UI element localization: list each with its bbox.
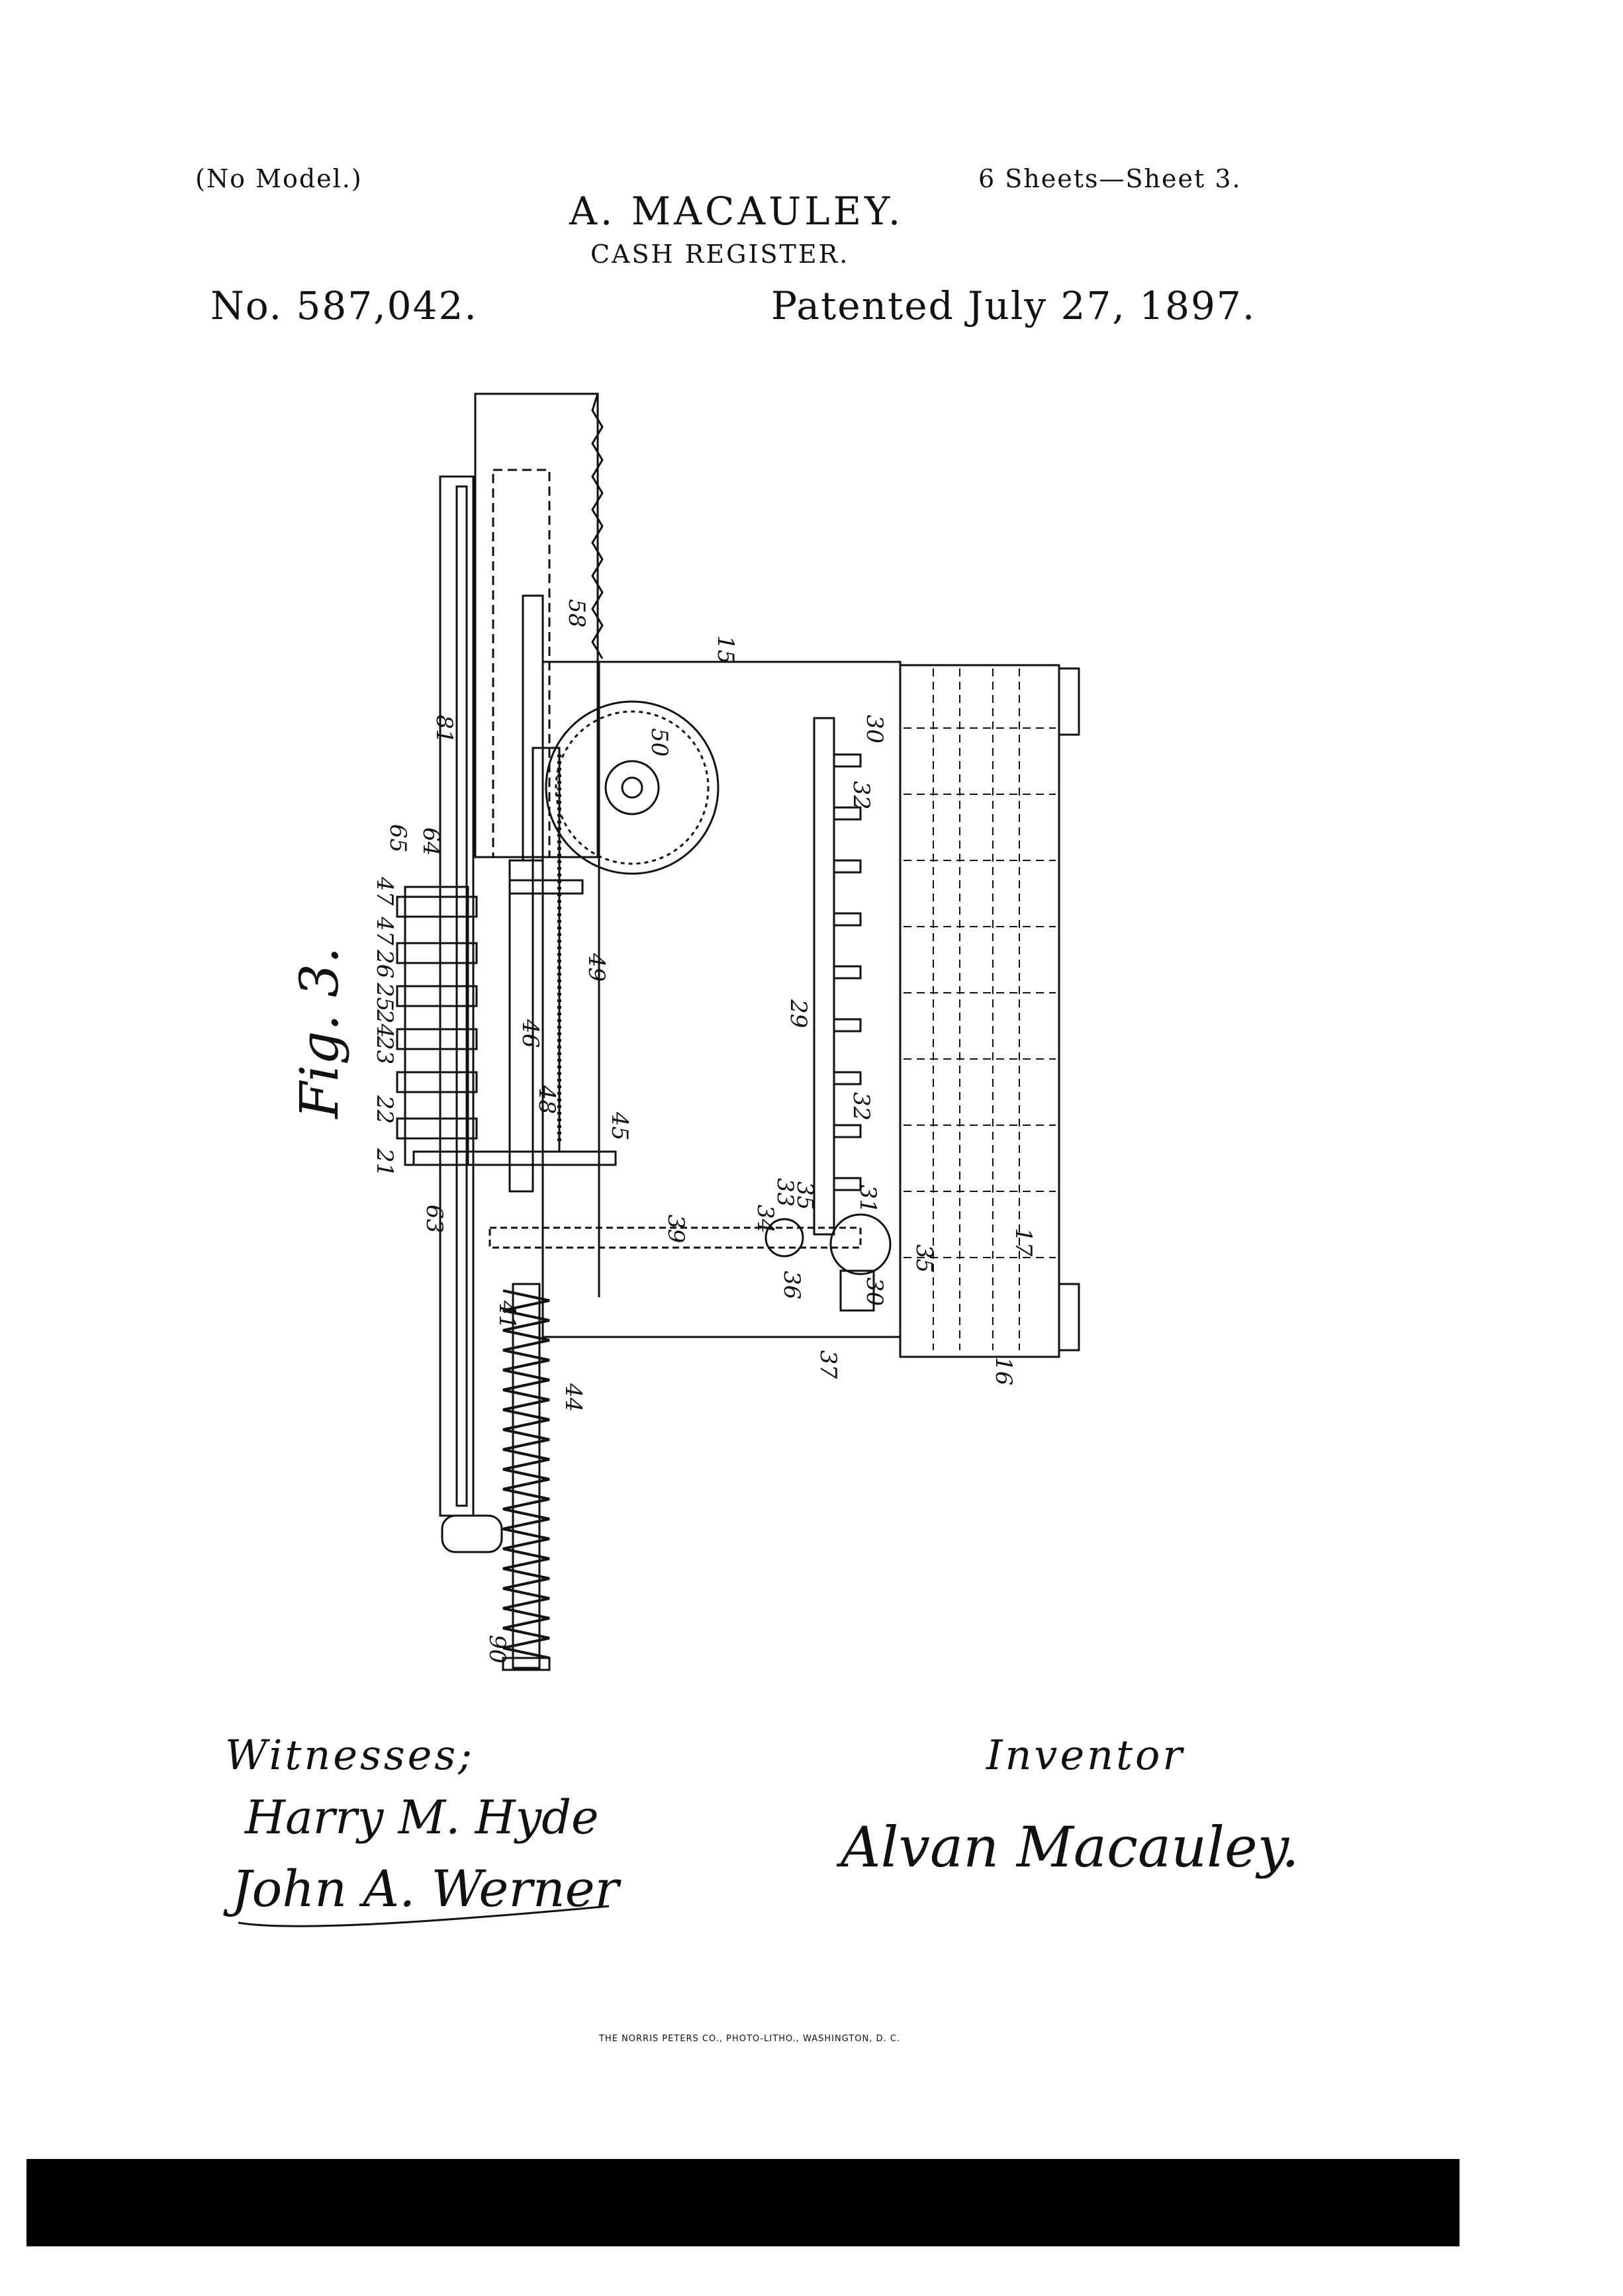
ref-numeral: 58 — [563, 599, 590, 627]
inventor-signature: Alvan Macauley. — [836, 1815, 1299, 1880]
gear-teeth — [555, 710, 710, 865]
inventor-label: Inventor — [986, 1731, 1185, 1779]
ref-numeral: 37 — [815, 1350, 841, 1379]
ref-numeral: 49 — [583, 952, 610, 982]
ref-numeral: 23 — [371, 1035, 398, 1064]
coil-spring-44 — [502, 1289, 550, 1659]
no-model-note: (No Model.) — [195, 164, 363, 193]
ref-numeral: 30 — [861, 715, 888, 743]
ref-numeral: 30 — [861, 1277, 888, 1306]
plate-45 — [412, 1150, 617, 1166]
ref-numeral: 39 — [663, 1215, 689, 1243]
inventor-name-heading: A. MACAULEY. — [569, 189, 904, 234]
ref-numeral: 46 — [517, 1019, 543, 1048]
shaft-48 — [508, 859, 534, 1193]
sheet-number: 6 Sheets—Sheet 3. — [978, 164, 1242, 193]
ref-numeral: 35 — [911, 1244, 937, 1273]
ref-numeral: 90 — [484, 1635, 510, 1663]
printer-credit: THE NORRIS PETERS CO., PHOTO-LITHO., WAS… — [599, 2034, 900, 2044]
gear-axle — [621, 776, 643, 799]
patent-title: CASH REGISTER. — [590, 240, 850, 269]
rod-inner — [455, 485, 468, 1507]
sprocket-35 — [829, 1213, 892, 1275]
ref-numeral: 15 — [712, 635, 739, 664]
ref-numeral: 21 — [371, 1148, 398, 1177]
ref-numeral: 45 — [606, 1111, 633, 1140]
scan-edge-bar — [26, 2159, 1460, 2246]
ref-numeral: 34 — [752, 1205, 778, 1233]
ref-numeral: 64 — [418, 827, 444, 856]
ref-numeral: 17 — [1010, 1228, 1037, 1257]
main-frame — [541, 661, 902, 1338]
chain-39 — [488, 1226, 862, 1249]
witness-signature-1: Harry M. Hyde — [244, 1790, 599, 1845]
sprocket-34 — [765, 1218, 804, 1258]
ref-numeral: 22 — [371, 1095, 398, 1124]
ref-numeral: 81 — [431, 715, 457, 743]
patent-date: Patented July 27, 1897. — [771, 283, 1256, 328]
ref-numeral: 47 — [371, 876, 398, 906]
knob-bottom — [1058, 1283, 1080, 1352]
rod-end-cap — [441, 1514, 503, 1553]
ref-numeral: 26 — [371, 949, 398, 978]
plate-top — [508, 879, 584, 895]
knob-top — [1058, 667, 1080, 736]
number-wheels — [396, 886, 478, 1166]
ref-numeral: 32 — [848, 781, 874, 809]
ref-numeral: 48 — [533, 1085, 560, 1114]
ref-numeral: 32 — [848, 1092, 874, 1121]
ref-numeral: 65 — [385, 824, 411, 852]
ref-numeral: 47 — [371, 916, 398, 946]
ref-numeral: 16 — [990, 1357, 1017, 1385]
signature-flourish — [238, 1905, 610, 1927]
ref-numeral: 29 — [785, 999, 812, 1028]
serrated-edge — [591, 393, 604, 659]
witnesses-label: Witnesses; — [225, 1731, 475, 1779]
ref-numeral: 63 — [421, 1205, 447, 1233]
ref-numeral: 25 — [371, 982, 398, 1011]
ref-numeral: 44 — [560, 1383, 586, 1412]
bracket-36 — [839, 1269, 875, 1312]
ref-numeral: 33 — [772, 1178, 798, 1207]
figure-label: Fig. 3. — [289, 947, 350, 1121]
patent-number: No. 587,042. — [210, 283, 478, 328]
ref-numeral: 35 — [792, 1181, 818, 1210]
ref-numeral: 36 — [778, 1271, 805, 1299]
gear-hub — [604, 760, 660, 815]
reference-numerals: 15 58 50 81 65 64 47 47 26 25 24 23 22 2… — [371, 599, 1037, 1663]
lever-bar-29 — [813, 717, 835, 1236]
gear-50 — [545, 700, 719, 875]
spring-end-90 — [502, 1657, 551, 1671]
ref-numeral: 31 — [855, 1185, 881, 1213]
ref-numeral: 24 — [371, 1009, 398, 1038]
key-base — [899, 664, 1060, 1358]
ref-numeral: 41 — [494, 1300, 520, 1329]
dashed-slide — [492, 469, 551, 858]
witness-signature-2: John A. Werner — [223, 1859, 622, 1918]
ref-numeral: 50 — [646, 728, 672, 757]
